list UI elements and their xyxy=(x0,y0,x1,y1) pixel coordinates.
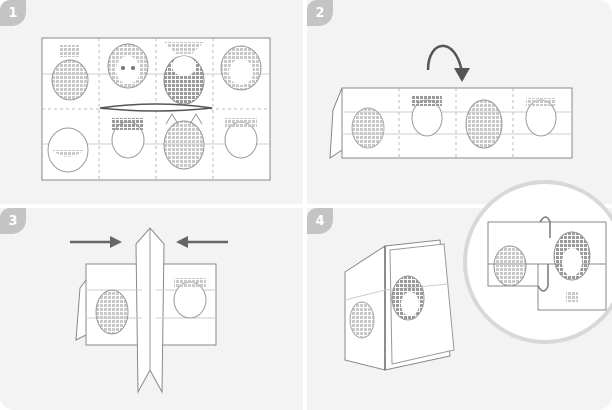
step1-sheet xyxy=(42,38,270,180)
magnifier-circle-icon xyxy=(465,182,612,342)
push-left-arrow-icon xyxy=(176,236,228,248)
step4-book xyxy=(345,240,454,370)
face-old-man xyxy=(48,128,88,172)
push-right-arrow-icon xyxy=(70,236,122,248)
face-woman xyxy=(108,44,148,88)
face-girl xyxy=(221,46,261,90)
step3-book xyxy=(70,228,228,392)
face-man-cap xyxy=(225,118,257,158)
step2-strip xyxy=(330,46,572,158)
face-boy xyxy=(112,118,144,158)
